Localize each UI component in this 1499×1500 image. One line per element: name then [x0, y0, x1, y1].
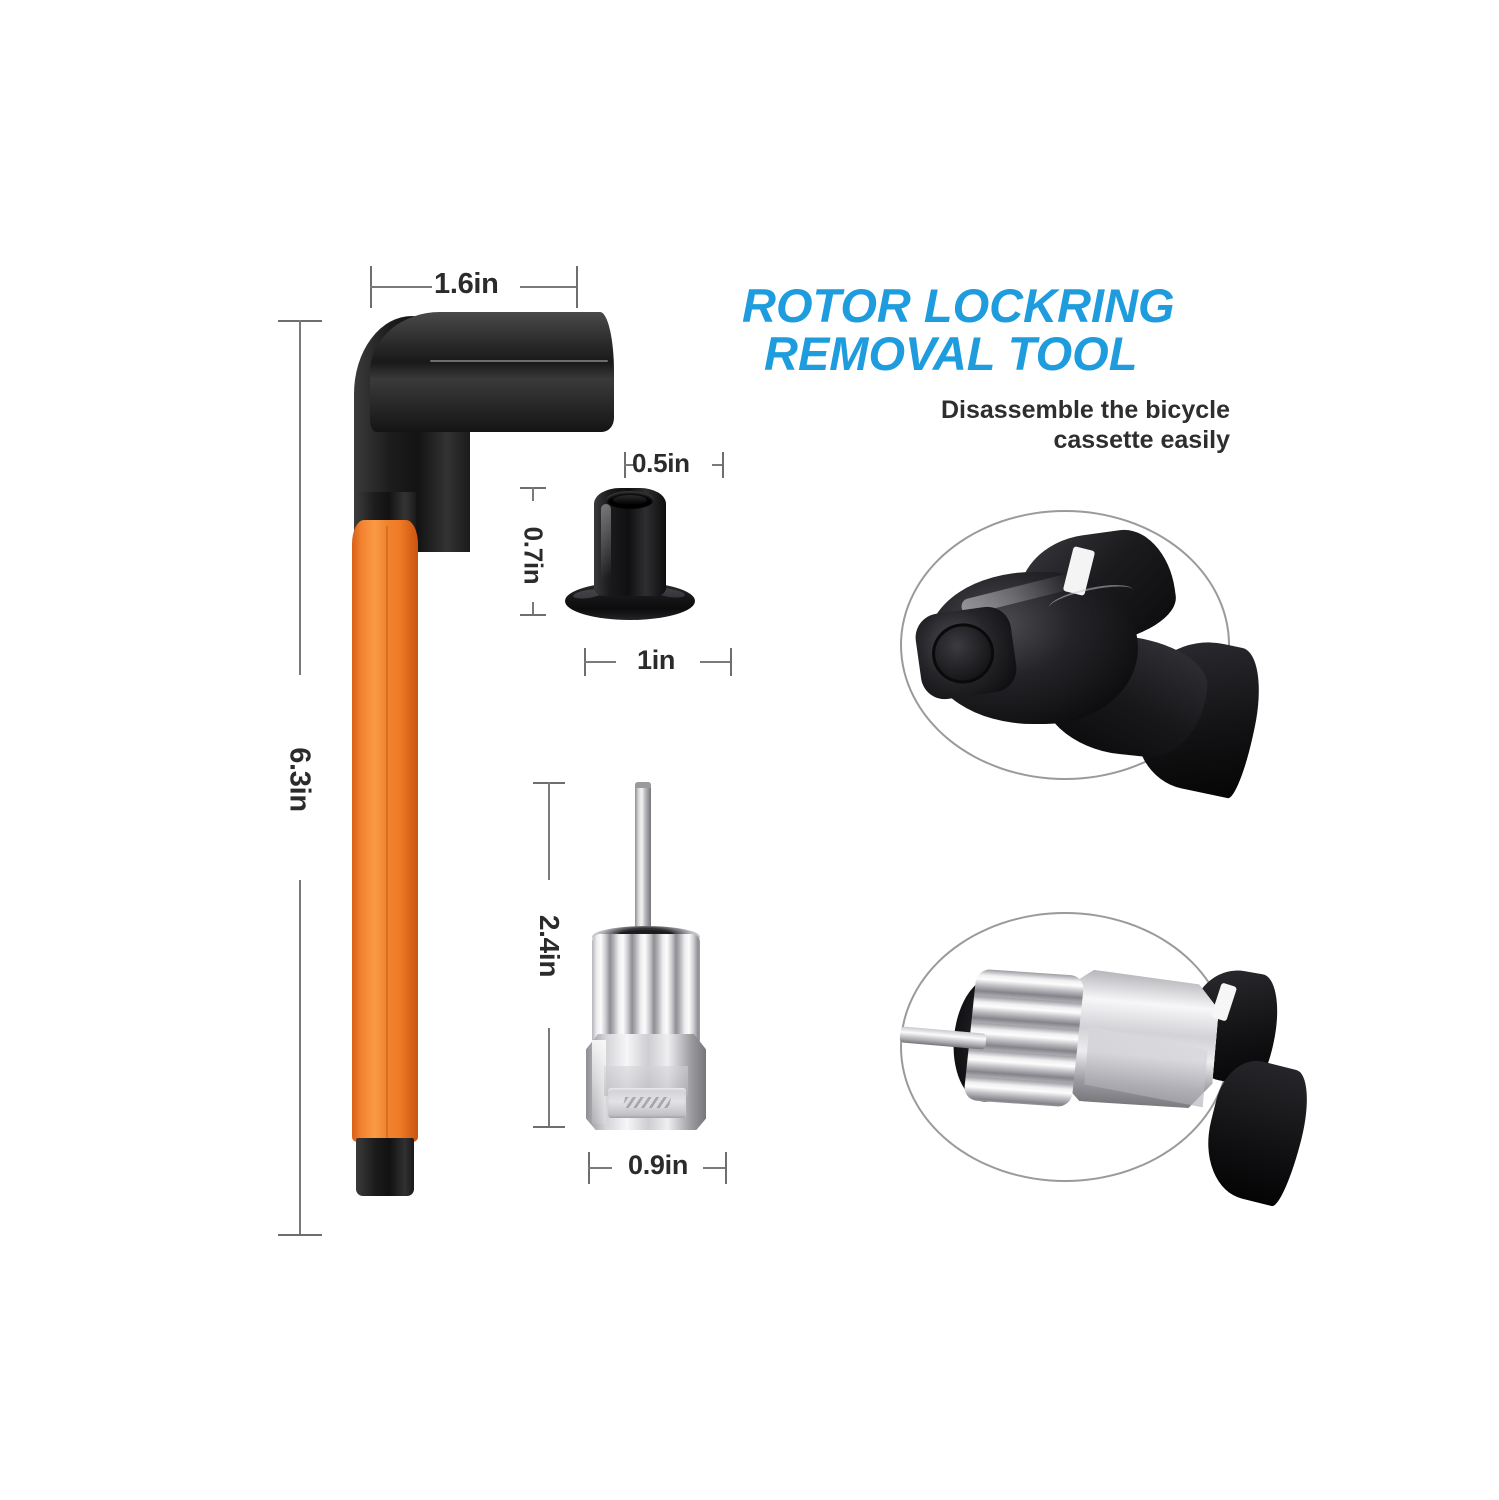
- headline: ROTOR LOCKRING REMOVAL TOOL: [742, 279, 1262, 381]
- cap-hex-bore: [606, 491, 654, 509]
- cassette-brand-stamp: [608, 1088, 686, 1118]
- dim-line: [299, 880, 301, 1236]
- dim-line: [712, 464, 724, 466]
- subheadline-line-1: Disassemble the bicycle: [940, 396, 1230, 424]
- dim-line: [700, 661, 732, 663]
- dim-line: [584, 661, 616, 663]
- dimension-label-cassette-height: 2.4in: [534, 914, 565, 978]
- dim-cap: [576, 266, 578, 308]
- dim-cap: [725, 1152, 727, 1184]
- hex-key-tip: [356, 1138, 414, 1196]
- dim-line: [299, 320, 301, 675]
- dim-cap: [520, 614, 546, 616]
- hex-key-orange-grip: [352, 520, 418, 1142]
- product-hex-key: [330, 312, 620, 1207]
- cassette-guide-pin: [635, 782, 651, 950]
- dimension-label-cap-height: 0.7in: [518, 526, 549, 585]
- dim-line: [520, 286, 578, 288]
- cassette-splined-body: [592, 934, 700, 1044]
- dimension-label-cap-base-width: 1in: [637, 645, 676, 675]
- product-lockring-cap: [565, 488, 695, 620]
- dim-line: [370, 286, 432, 288]
- dim-line: [548, 1028, 550, 1128]
- dim-line: [703, 1167, 727, 1169]
- dim-line: [548, 782, 550, 880]
- dimension-label-cassette-width: 0.9in: [628, 1150, 689, 1180]
- cassette-hex-highlight: [592, 1040, 606, 1124]
- dim-line: [588, 1167, 612, 1169]
- headline-line-2: REMOVAL TOOL: [764, 327, 1138, 381]
- dimension-label-arm-width: 1.6in: [434, 268, 499, 300]
- dimension-label-cap-top-width: 0.5in: [632, 448, 690, 478]
- dim-cap: [722, 452, 724, 478]
- hex-key-short-arm: [370, 312, 614, 432]
- cap-hex-end-closeup: [912, 603, 1020, 703]
- dim-line: [532, 602, 534, 616]
- inset-art-cassette-tool: [890, 912, 1318, 1210]
- headline-line-1: ROTOR LOCKRING: [742, 279, 1175, 332]
- subheadline-line-2: cassette easily: [1053, 425, 1230, 454]
- dim-cap: [533, 1126, 565, 1128]
- dim-line: [532, 487, 534, 501]
- dim-cap: [278, 1234, 322, 1236]
- dim-line: [624, 464, 636, 466]
- dim-cap: [730, 648, 732, 676]
- dimension-label-key-length: 6.3in: [283, 747, 316, 812]
- subheadline: Disassemble the bicycle cassette easily: [790, 396, 1230, 455]
- inset-art-lockring-cap: [900, 510, 1271, 801]
- product-cassette-tool: [578, 782, 714, 1130]
- cap-highlight: [601, 504, 611, 578]
